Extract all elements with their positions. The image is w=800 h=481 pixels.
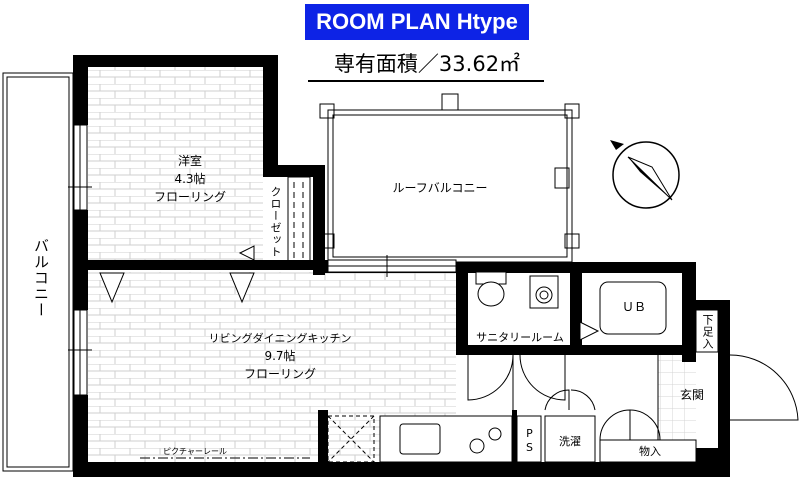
ldk-window bbox=[327, 255, 457, 277]
shoe-box bbox=[695, 309, 719, 353]
unit-bath-tub bbox=[599, 281, 667, 335]
picture-rail-label: ピクチャーレール bbox=[163, 447, 227, 456]
fridge-space bbox=[327, 415, 375, 463]
roof-balcony-railing bbox=[319, 93, 580, 263]
door-swings bbox=[467, 309, 799, 441]
ldk-size: 9.7帖 bbox=[264, 349, 296, 363]
laundry-label: 洗濯 bbox=[559, 435, 581, 448]
room-sliding-door bbox=[99, 272, 255, 304]
ldk-floor-type: フローリング bbox=[243, 367, 316, 381]
unit-bath-label: ＵＢ bbox=[621, 300, 646, 314]
sanitary-fixtures bbox=[475, 271, 600, 341]
storage-label: 物入 bbox=[639, 445, 661, 458]
western-room-name: 洋室 bbox=[177, 154, 202, 168]
pipe-space-label: PS bbox=[523, 427, 536, 455]
left-windows bbox=[68, 124, 92, 396]
roof-balcony-label: ルーフバルコニー bbox=[392, 181, 488, 195]
western-room-floor-type: フローリング bbox=[153, 190, 226, 204]
kitchen-counter bbox=[379, 415, 513, 463]
area-underline bbox=[308, 80, 544, 82]
western-room-size: 4.3帖 bbox=[174, 172, 206, 186]
floor-area-label: 専有面積／33.62㎡ bbox=[333, 52, 521, 76]
balcony-label: バルコニー bbox=[32, 238, 50, 318]
ldk-name: リビングダイニングキッチン bbox=[208, 332, 352, 345]
closet-label: クローゼット bbox=[269, 186, 282, 258]
shoe-box-label: 下足入 bbox=[701, 314, 714, 350]
sanitary-room-label: サニタリールーム bbox=[476, 331, 564, 344]
western-room-floor bbox=[88, 66, 263, 266]
entrance-label: 玄関 bbox=[679, 388, 704, 402]
north-arrow-icon bbox=[610, 140, 680, 209]
walls bbox=[73, 55, 730, 477]
entrance-floor bbox=[658, 355, 696, 450]
plan-title-badge: ROOM PLAN Htype bbox=[305, 4, 529, 40]
utility-boxes bbox=[516, 415, 697, 463]
closet-doors bbox=[238, 176, 311, 263]
